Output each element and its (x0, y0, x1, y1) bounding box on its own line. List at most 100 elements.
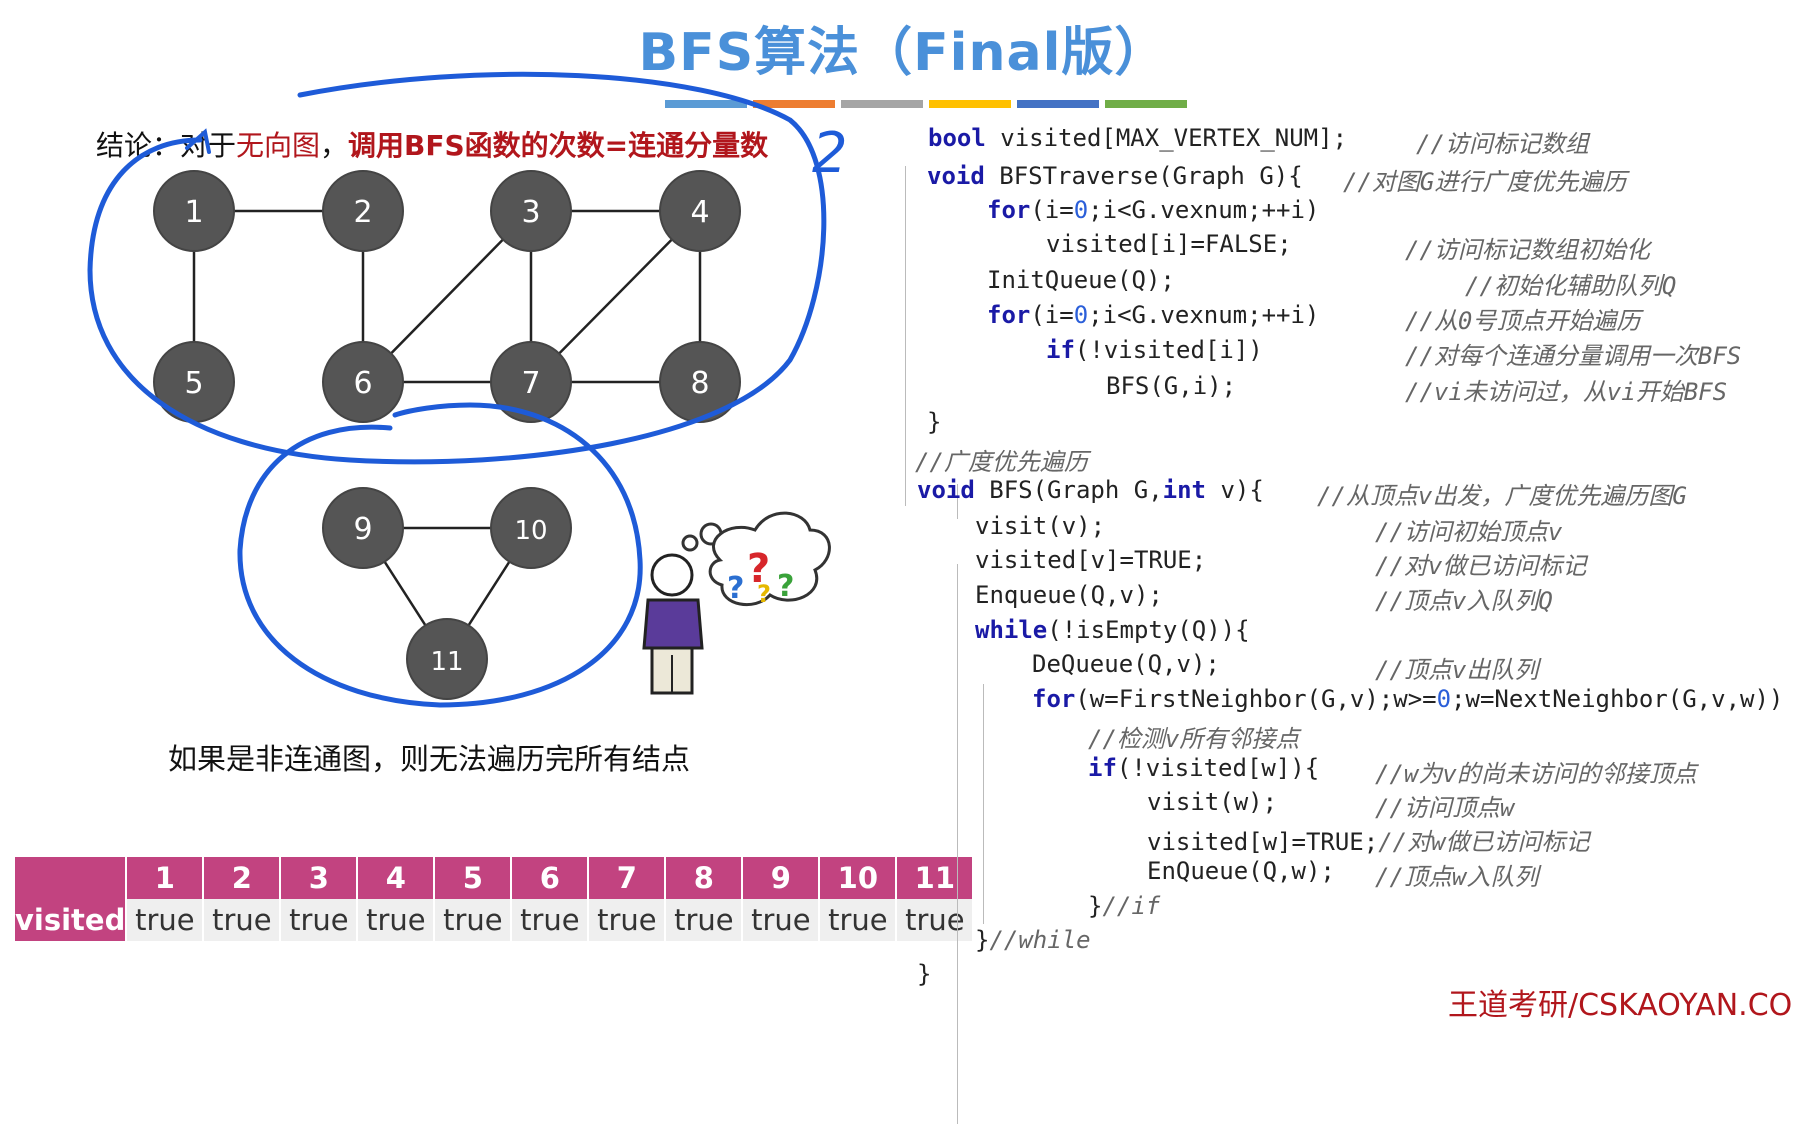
svg-text:?: ? (727, 571, 744, 606)
code-line-9: } (927, 408, 942, 436)
color-bar-segment (753, 100, 835, 108)
code-line-12: visit(v); (975, 512, 1106, 540)
graph-node-circle (406, 618, 488, 700)
code-number: 0 (1073, 301, 1089, 329)
code-line-21: visited[w]=TRUE;//对w做已访问标记 (1147, 822, 1590, 857)
code-line-24: }//while (975, 926, 1091, 954)
code-keyword: while (975, 616, 1048, 644)
code-text: } (1088, 892, 1103, 920)
graph-node-circle (659, 341, 741, 423)
code-text: visited[w]=TRUE; (1147, 828, 1379, 856)
code-keyword: if (1088, 754, 1117, 782)
code-line-11: void BFS(Graph G,int v){ (917, 476, 1264, 504)
color-bar (665, 100, 1187, 108)
conclusion-keyword: 无向图 (236, 129, 321, 162)
code-text: ;w=NextNeighbor(G,v,w)) (1451, 685, 1784, 713)
code-number: 0 (1436, 685, 1452, 713)
visited-index-4: 4 (357, 857, 436, 899)
code-line-18: //检测v所有邻接点 (1088, 725, 1300, 753)
color-bar-segment (841, 100, 923, 108)
code-line-7: if(!visited[i]) (1046, 336, 1263, 364)
code-line-5: InitQueue(Q); (987, 266, 1175, 294)
svg-text:?: ? (747, 546, 770, 592)
graph-edges (192, 209, 702, 660)
disconnected-graph-note: 如果是非连通图，则无法遍历完所有结点 (168, 742, 691, 776)
code-comment: //从0号顶点开始遍历 (1405, 307, 1641, 335)
code-line-15: while(!isEmpty(Q)){ (975, 616, 1250, 644)
graph-node-10: 10 (490, 487, 572, 569)
visited-value-8: true (665, 899, 744, 941)
visited-value-4: true (357, 899, 436, 941)
code-line-14: Enqueue(Q,v); (975, 581, 1163, 609)
code-comment: //从顶点v出发，广度优先遍历图G (1317, 482, 1687, 510)
code-line-17: for(w=FirstNeighbor(G,v);w>=0;w=NextNeig… (1032, 685, 1783, 713)
visited-value-2: true (203, 899, 282, 941)
indent-guide (983, 684, 984, 924)
visited-value-6: true (511, 899, 590, 941)
visited-value-3: true (280, 899, 359, 941)
code-text: BFS(Graph G, (974, 476, 1163, 504)
code-line-13: visited[v]=TRUE; (975, 546, 1207, 574)
visited-index-5: 5 (434, 857, 513, 899)
graph-node-6: 6 (322, 341, 404, 423)
code-text: BFSTraverse(Graph G){ (984, 162, 1303, 190)
conclusion-text: 结论：对于无向图，调用BFS函数的次数=连通分量数 (96, 124, 768, 164)
graph-node-label: 9 (353, 512, 372, 547)
code-text: } (975, 926, 990, 954)
visited-index-3: 3 (280, 857, 359, 899)
code-keyword: if (1046, 336, 1075, 364)
code-comment: //访问标记数组 (1416, 130, 1589, 158)
code-comment: //访问顶点w (1375, 794, 1515, 822)
graph-node-3: 3 (490, 170, 572, 252)
code-line-2: void BFSTraverse(Graph G){ (927, 162, 1303, 190)
graph-node-label: 10 (514, 516, 547, 546)
code-comment: //对w做已访问标记 (1378, 828, 1590, 856)
indent-guide (905, 166, 906, 506)
color-bar-segment (1105, 100, 1187, 108)
graph-node-circle (490, 170, 572, 252)
code-text: (!visited[i]) (1074, 336, 1263, 364)
svg-text:?: ? (777, 569, 794, 604)
code-comment: //对v做已访问标记 (1375, 552, 1587, 580)
code-number: 0 (1073, 196, 1089, 224)
code-line-6: for(i=0;i<G.vexnum;++i) (987, 301, 1319, 329)
visited-value-9: true (742, 899, 821, 941)
code-keyword: for (987, 301, 1031, 329)
component-circle-2 (237, 402, 643, 708)
code-line-16: DeQueue(Q,v); (1032, 650, 1220, 678)
code-line-19: if(!visited[w]){ (1088, 754, 1319, 782)
visited-value-10: true (819, 899, 898, 941)
graph-node-label: 2 (353, 195, 372, 230)
code-text: (!isEmpty(Q)){ (1047, 616, 1250, 644)
graph-node-9: 9 (322, 487, 404, 569)
visited-value-5: true (434, 899, 513, 941)
visited-index-2: 2 (203, 857, 282, 899)
code-line-4: visited[i]=FALSE; (1046, 230, 1292, 258)
code-comment: //if (1102, 892, 1161, 920)
graph-node-label: 4 (690, 195, 709, 230)
code-line-10: //广度优先遍历 (915, 448, 1088, 476)
code-line-23: }//if (1088, 892, 1160, 920)
visited-value-1: true (126, 899, 205, 941)
code-comment: //对每个连通分量调用一次BFS (1405, 342, 1742, 370)
color-bar-segment (1017, 100, 1099, 108)
visited-value-7: true (588, 899, 667, 941)
visited-label: visited (15, 899, 128, 941)
color-bar-segment (929, 100, 1011, 108)
code-comment: //初始化辅助队列Q (1465, 272, 1677, 300)
code-line-22: EnQueue(Q,w); (1147, 857, 1335, 885)
code-keyword: void (917, 476, 975, 504)
conclusion-separator: ， (320, 129, 349, 162)
code-comment: //while (989, 926, 1091, 954)
graph-node-4: 4 (659, 170, 741, 252)
visited-value-11: true (896, 899, 975, 941)
code-keyword: for (1032, 685, 1076, 713)
code-text: (i= (1030, 196, 1074, 224)
graph-node-7: 7 (490, 341, 572, 423)
graph-node-1: 1 (153, 170, 235, 252)
code-comment: //顶点v出队列 (1375, 656, 1539, 684)
